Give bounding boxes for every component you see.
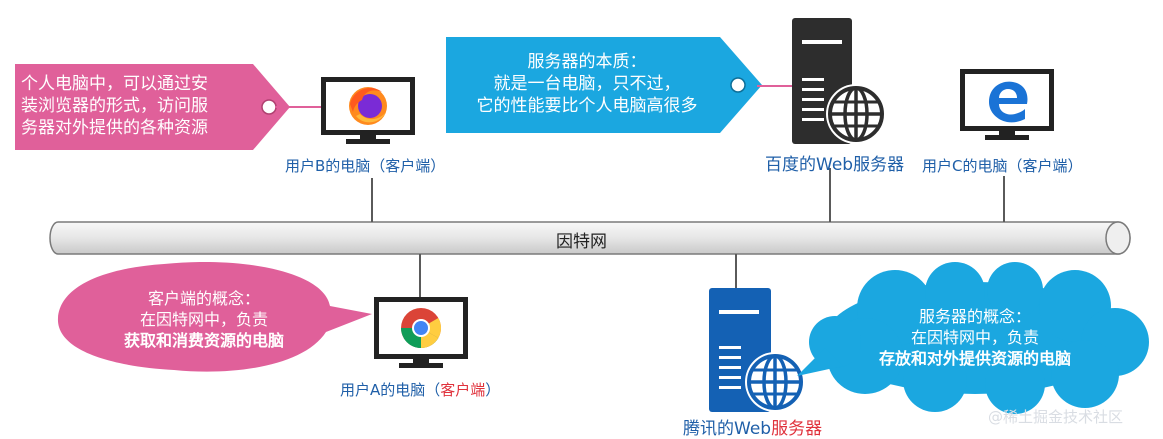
label-user-a-end: ） (485, 381, 501, 399)
monitor-user-b (320, 76, 416, 146)
tag-server-string (757, 85, 793, 87)
watermark: @稀土掘金技术社区 (988, 408, 1124, 426)
cloud-server-line-1: 服务器的概念： (918, 307, 1031, 326)
edge-icon (989, 81, 1028, 123)
tag-server-line-1: 服务器的本质： (527, 52, 647, 72)
internet-pipe: 因特网 (48, 220, 1134, 256)
monitor-user-a (373, 296, 469, 370)
connector-user-a (419, 254, 421, 298)
label-tencent-server: 腾讯的Web服务器 (683, 414, 822, 439)
tag-server-essence: 服务器的本质： 就是一台电脑，只不过， 它的性能要比个人电脑高很多 (446, 37, 762, 133)
tag-pc-line-1: 个人电脑中，可以通过安 (21, 74, 208, 94)
tag-pc-string (275, 106, 321, 108)
label-tencent-red: 服务器 (771, 419, 823, 439)
tag-server-line-2: 就是一台电脑，只不过， (493, 74, 681, 94)
label-user-c: 用户C的电脑（客户端） (922, 157, 1083, 175)
label-user-a-red: 客户端 (440, 381, 486, 399)
server-baidu (790, 18, 890, 144)
bubble-client-line-1: 客户端的概念： (147, 289, 260, 308)
globe-icon (826, 84, 886, 144)
label-user-a: 用户A的电脑（客户端） (340, 379, 500, 400)
cloud-server-concept: 服务器的概念： 在因特网中，负责 存放和对外提供资源的电脑 (795, 262, 1155, 414)
firefox-icon (349, 87, 387, 125)
cloud-server-line-2: 在因特网中，负责 (910, 328, 1039, 347)
globe-icon (745, 352, 805, 412)
label-tencent-main: 腾讯的Web (683, 419, 772, 439)
tag-server-line-3: 它的性能要比个人电脑高很多 (476, 96, 698, 116)
tag-personal-computer: 个人电脑中，可以通过安 装浏览器的形式，访问服 务器对外提供的各种资源 (15, 64, 290, 150)
chrome-icon (401, 308, 441, 348)
connector-baidu (829, 168, 831, 222)
tag-pc-line-2: 装浏览器的形式，访问服 (21, 96, 208, 116)
label-user-b: 用户B的电脑（客户端） (285, 157, 446, 175)
monitor-user-c (959, 68, 1055, 142)
label-baidu-server: 百度的Web服务器 (765, 155, 905, 175)
label-user-a-main: 用户A的电脑（ (340, 381, 441, 399)
internet-label: 因特网 (556, 232, 607, 252)
server-tencent (707, 288, 807, 412)
connector-user-c (1003, 176, 1005, 222)
cloud-server-line-3: 存放和对外提供资源的电脑 (878, 349, 1071, 368)
connector-tencent (735, 254, 737, 288)
bubble-client-concept: 客户端的概念： 在因特网中，负责 获取和消费资源的电脑 (54, 262, 374, 374)
tag-pc-line-3: 务器对外提供的各种资源 (21, 118, 208, 138)
connector-user-b (371, 178, 373, 222)
bubble-client-line-3: 获取和消费资源的电脑 (123, 331, 284, 350)
bubble-client-line-2: 在因特网中，负责 (139, 310, 268, 329)
